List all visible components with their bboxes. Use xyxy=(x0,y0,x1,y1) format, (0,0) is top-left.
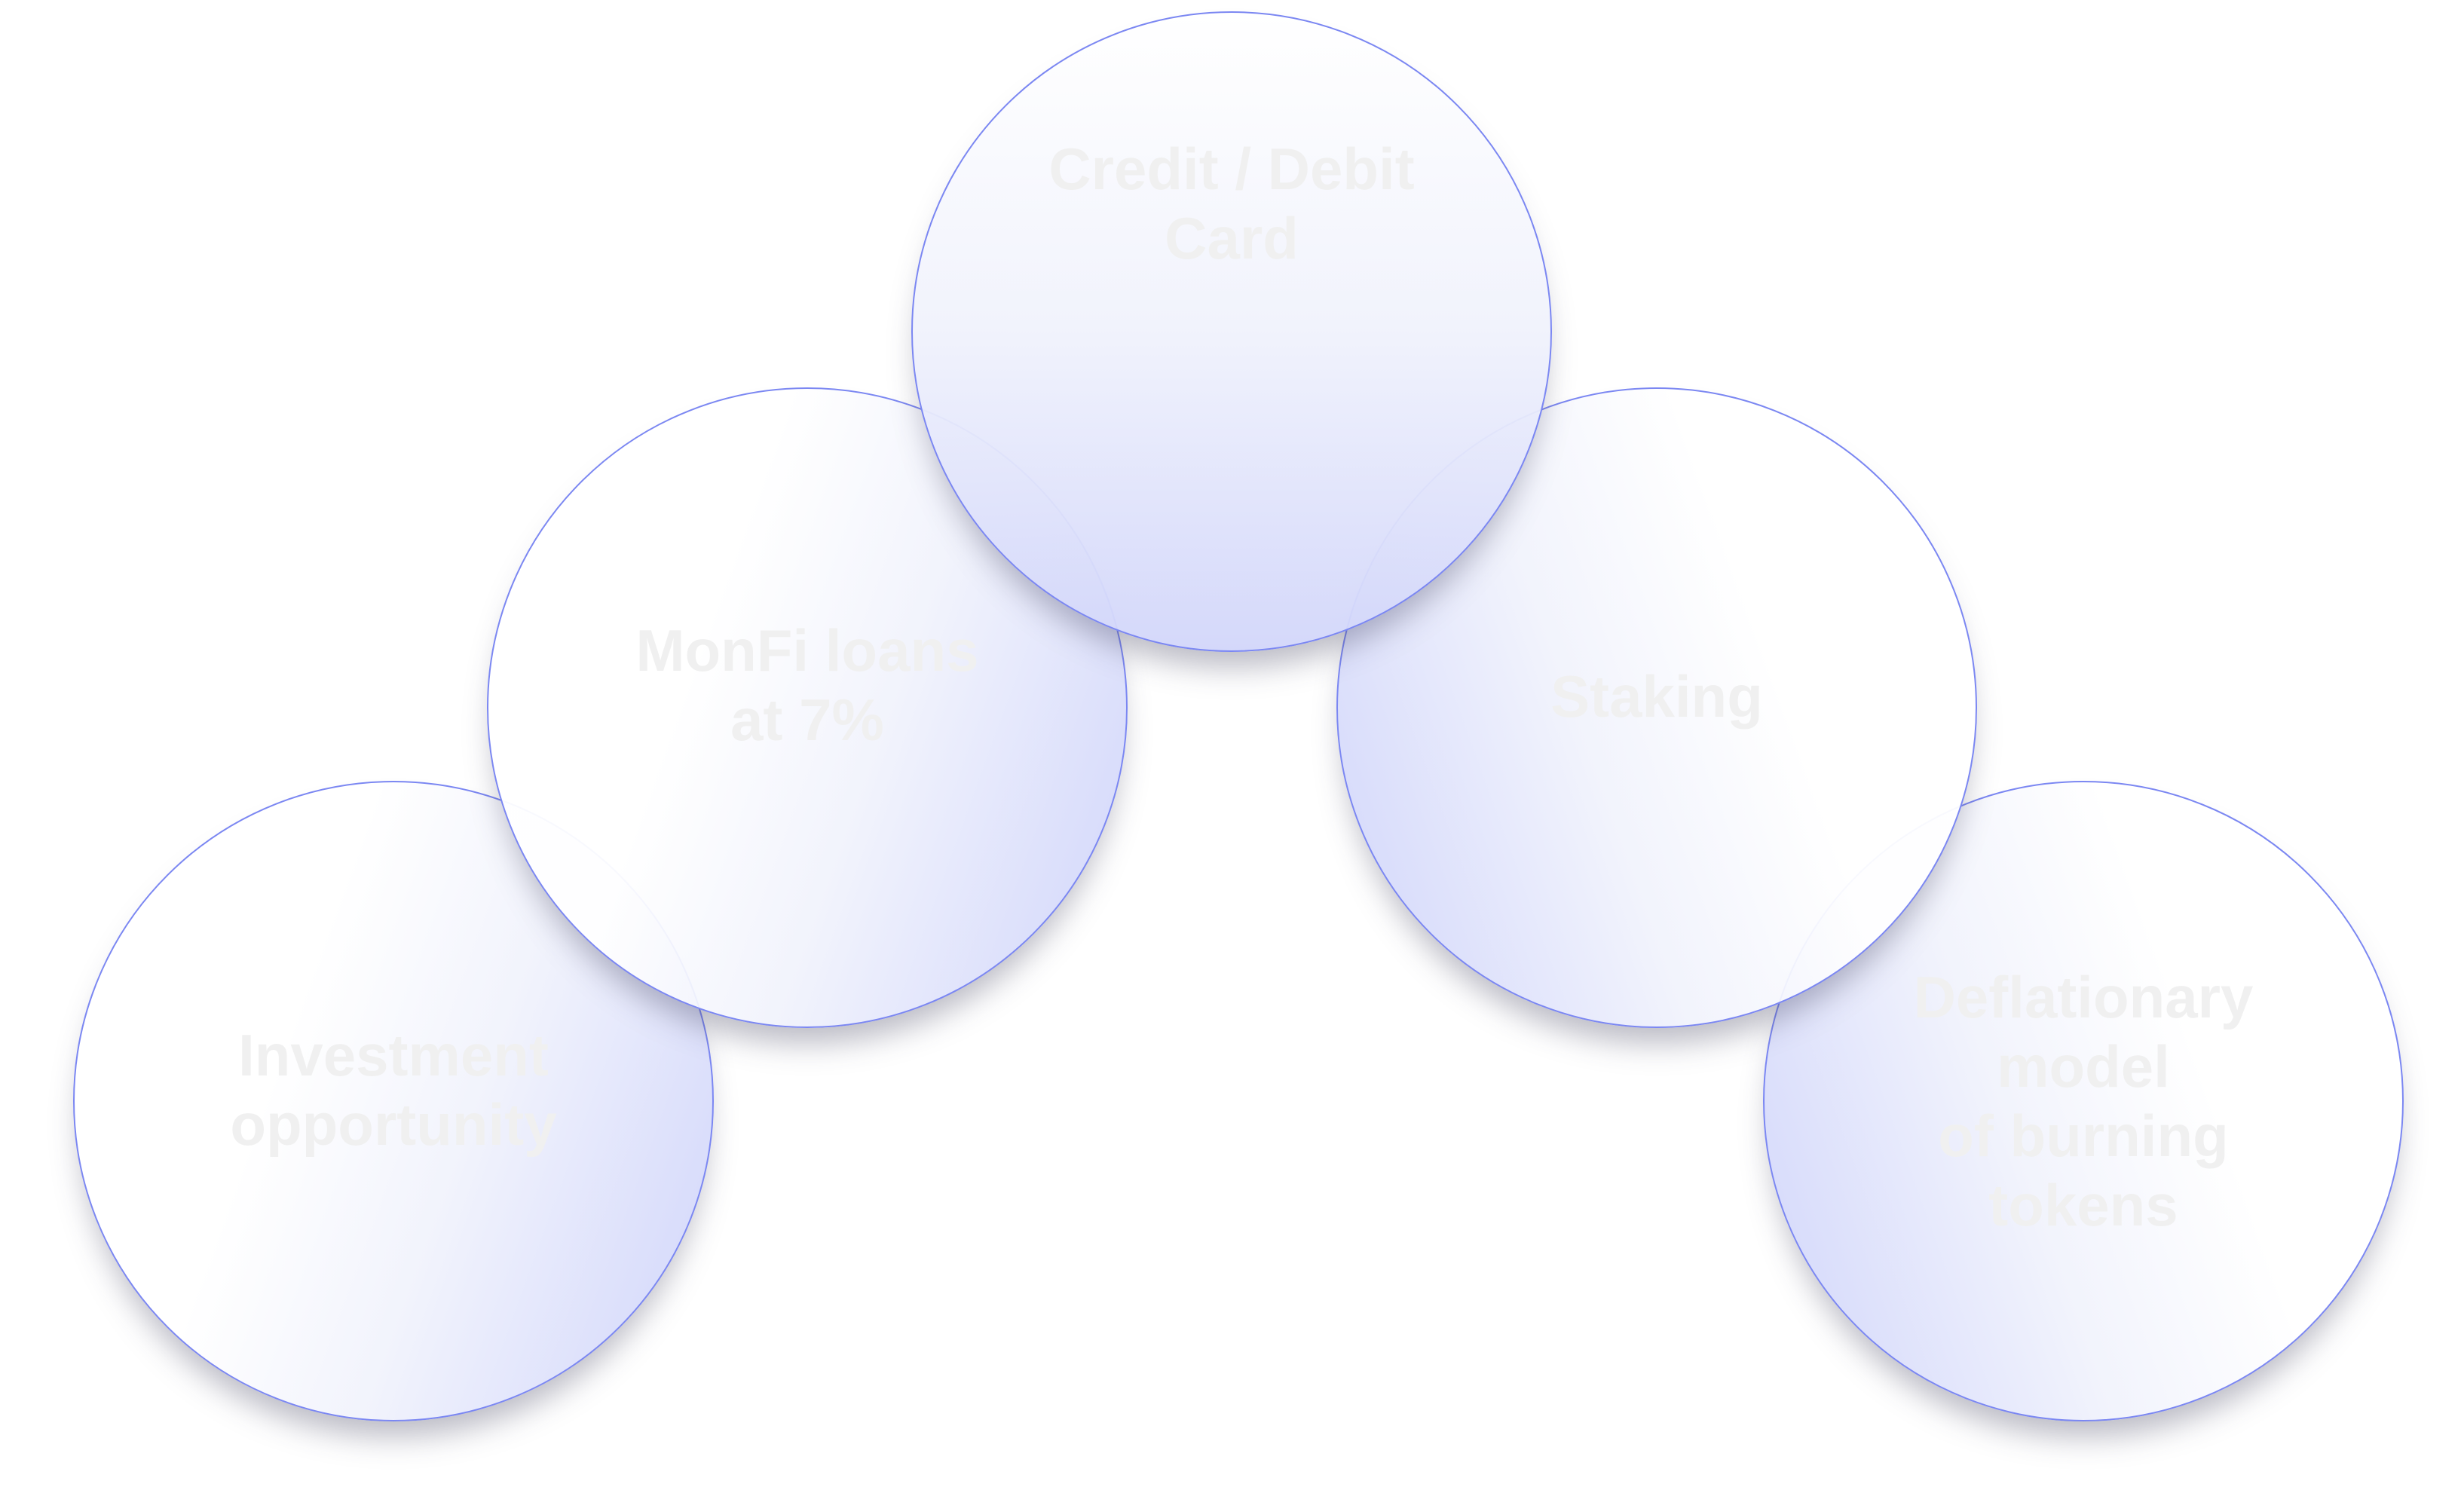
circle-deflationary-model: Deflationary model of burning tokens xyxy=(1763,781,2404,1421)
circle-label: Staking xyxy=(1550,663,1763,730)
circle-label: Investment opportunity xyxy=(230,1022,557,1158)
circle-label: Credit / Debit Card xyxy=(1048,136,1415,271)
circle-monfi-loans: MonFi loans at 7% xyxy=(487,387,1128,1028)
circle-label: MonFi loans at 7% xyxy=(635,617,979,753)
circle-label: Deflationary model of burning tokens xyxy=(1913,964,2254,1238)
circle-credit-debit-card: Credit / Debit Card xyxy=(911,11,1552,652)
